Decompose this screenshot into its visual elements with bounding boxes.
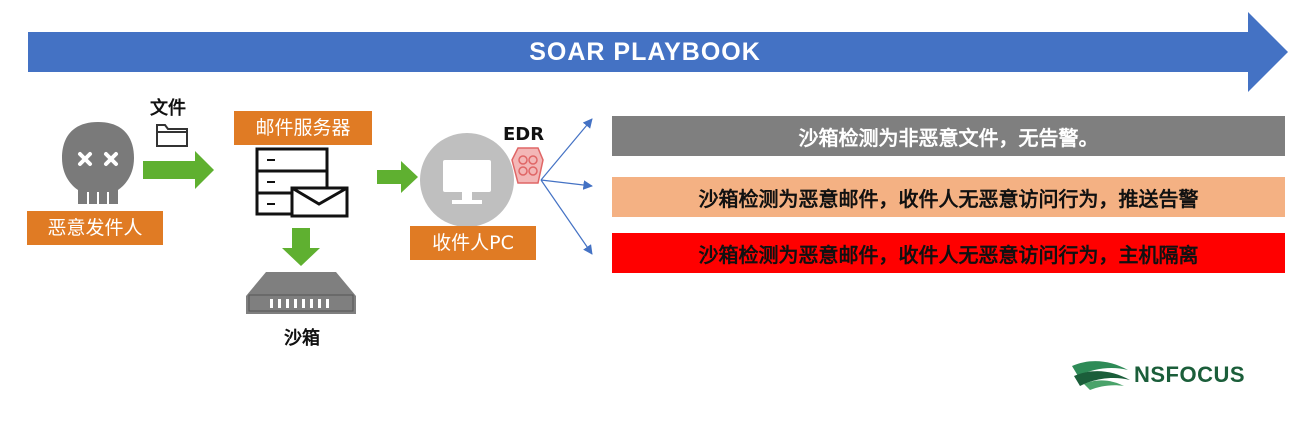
monitor-icon [420, 133, 514, 227]
recipient-pc-label: 收件人PC [410, 226, 536, 260]
outcome-alert: 沙箱检测为恶意邮件，收件人无恶意访问行为，推送告警 [612, 177, 1285, 217]
green-arrow-sender-to-server [143, 151, 214, 189]
mail-server-label: 邮件服务器 [234, 111, 372, 145]
mail-server-icon [255, 147, 349, 218]
branch-line-1 [540, 118, 593, 181]
green-arrow-server-to-pc [377, 161, 418, 193]
outcome-benign: 沙箱检测为非恶意文件，无告警。 [612, 116, 1285, 156]
branch-line-3 [540, 179, 593, 255]
file-label: 文件 [150, 98, 186, 119]
edr-label: EDR [503, 124, 545, 145]
sandbox-label: 沙箱 [284, 328, 320, 349]
banner-title: SOAR PLAYBOOK [529, 38, 761, 66]
sender-label: 恶意发件人 [27, 211, 163, 245]
playbook-banner-arrow [28, 12, 1288, 92]
sandbox-icon [246, 272, 356, 314]
skull-icon [62, 122, 134, 204]
nsfocus-logo-text: NSFOCUS [1134, 362, 1246, 387]
edr-shield-icon [511, 147, 544, 184]
green-arrow-server-to-sandbox [282, 228, 320, 266]
folder-icon [156, 124, 188, 147]
outcome-isolate: 沙箱检测为恶意邮件，收件人无恶意访问行为，主机隔离 [612, 233, 1285, 273]
nsfocus-logo-mark [1072, 361, 1130, 390]
branch-line-2 [540, 179, 593, 190]
